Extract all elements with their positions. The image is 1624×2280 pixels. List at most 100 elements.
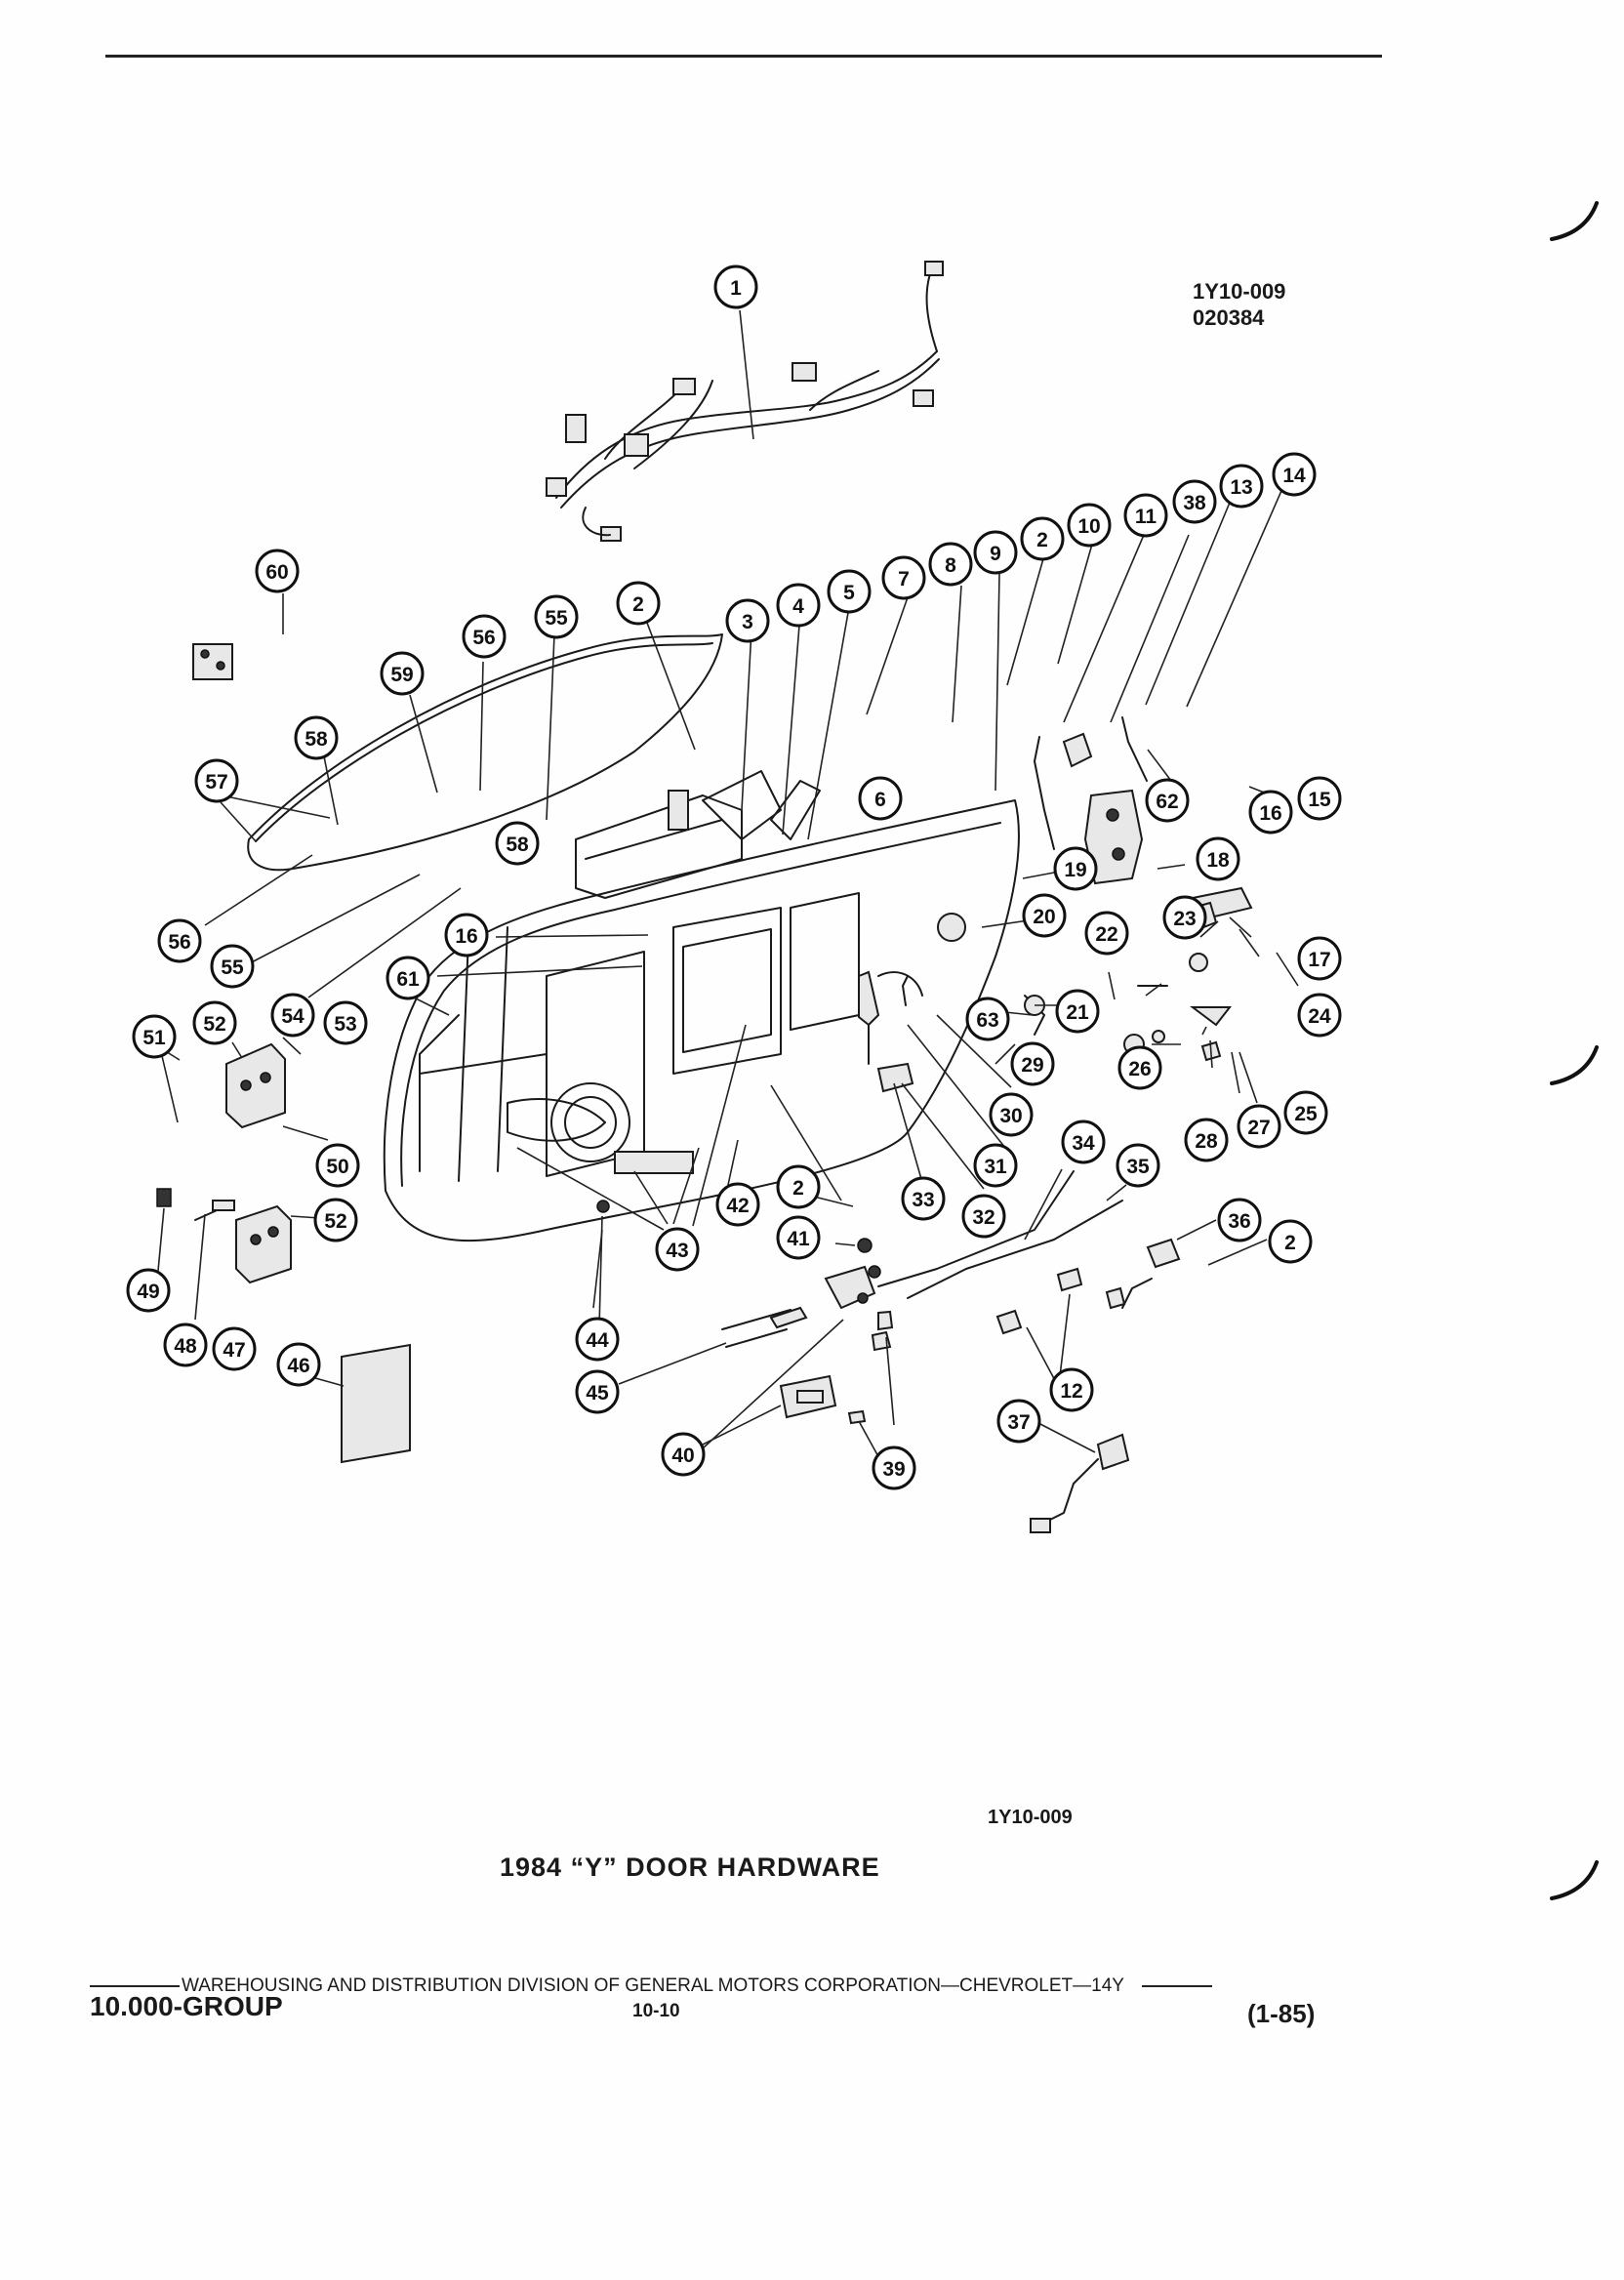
svg-text:14: 14 [1282, 465, 1306, 487]
svg-text:44: 44 [586, 1329, 609, 1352]
svg-text:3: 3 [742, 611, 753, 633]
door-glass [247, 633, 723, 872]
svg-text:27: 27 [1247, 1117, 1270, 1139]
svg-text:31: 31 [984, 1156, 1007, 1178]
door-shell [383, 799, 1020, 1242]
callout-16: 16 [1248, 790, 1293, 835]
callout-57: 57 [194, 758, 239, 803]
svg-text:12: 12 [1060, 1380, 1082, 1403]
svg-text:42: 42 [726, 1195, 749, 1217]
svg-text:57: 57 [205, 771, 227, 794]
svg-text:59: 59 [390, 664, 413, 686]
callout-44: 44 [575, 1317, 620, 1362]
callout-9: 9 [973, 530, 1018, 575]
svg-text:61: 61 [396, 968, 420, 991]
callout-4: 4 [776, 583, 821, 628]
callout-6: 6 [858, 776, 903, 821]
svg-text:20: 20 [1033, 906, 1055, 928]
svg-text:7: 7 [898, 568, 910, 590]
svg-text:55: 55 [545, 607, 568, 630]
callout-17: 17 [1297, 936, 1342, 981]
svg-text:4: 4 [792, 595, 804, 618]
callout-28: 28 [1184, 1118, 1229, 1162]
svg-text:18: 18 [1206, 849, 1230, 872]
callout-18: 18 [1196, 836, 1240, 881]
callout-45: 45 [575, 1369, 620, 1414]
svg-text:30: 30 [999, 1105, 1022, 1127]
callout-63: 63 [965, 997, 1010, 1041]
callout-61: 61 [386, 956, 430, 1000]
callout-62: 62 [1145, 778, 1190, 823]
callout-60: 60 [255, 549, 300, 593]
callout-52: 52 [313, 1198, 358, 1242]
svg-text:16: 16 [1259, 802, 1281, 825]
callout-40: 40 [661, 1432, 706, 1477]
svg-text:29: 29 [1021, 1054, 1043, 1077]
callout-2: 2 [616, 581, 661, 626]
callout-51: 51 [132, 1014, 177, 1059]
callout-52: 52 [192, 1000, 237, 1045]
lower-parts [341, 1030, 1222, 1533]
callout-16: 16 [444, 913, 489, 957]
svg-text:32: 32 [972, 1206, 995, 1229]
svg-text:58: 58 [506, 834, 529, 856]
callout-49: 49 [126, 1268, 171, 1313]
callout-11: 11 [1123, 493, 1168, 538]
svg-text:16: 16 [455, 925, 477, 948]
svg-text:47: 47 [223, 1339, 245, 1362]
svg-text:50: 50 [326, 1156, 348, 1178]
callout-27: 27 [1237, 1104, 1281, 1149]
callout-43: 43 [655, 1227, 700, 1272]
svg-text:19: 19 [1064, 859, 1086, 881]
footer-rule [1141, 1984, 1212, 1987]
callout-56: 56 [157, 918, 202, 963]
svg-text:37: 37 [1007, 1411, 1030, 1434]
callout-54: 54 [270, 993, 315, 1038]
figure-caption: 1984 “Y” DOOR HARDWARE [500, 1852, 880, 1882]
callout-14: 14 [1272, 452, 1317, 497]
callout-12: 12 [1049, 1367, 1094, 1412]
svg-text:46: 46 [287, 1355, 309, 1377]
svg-text:52: 52 [324, 1210, 346, 1233]
callout-35: 35 [1116, 1143, 1160, 1188]
callout-48: 48 [163, 1323, 208, 1367]
callout-56: 56 [462, 614, 507, 659]
svg-text:22: 22 [1095, 923, 1117, 946]
footer-division: WAREHOUSING AND DISTRIBUTION DIVISION OF… [182, 1975, 1124, 1996]
door-hinges [156, 643, 292, 1284]
binding-mark [1550, 1045, 1599, 1085]
callout-3: 3 [725, 598, 770, 643]
callout-29: 29 [1010, 1041, 1055, 1086]
callout-2: 2 [1020, 516, 1065, 561]
callout-58: 58 [495, 821, 540, 866]
svg-text:40: 40 [671, 1445, 694, 1467]
callout-15: 15 [1297, 776, 1342, 821]
header-reference: 1Y10-009 020384 [1193, 278, 1285, 331]
svg-text:10: 10 [1077, 515, 1100, 538]
footer-division-line: WAREHOUSING AND DISTRIBUTION DIVISION OF… [90, 1975, 1339, 1997]
callout-46: 46 [276, 1342, 321, 1387]
svg-text:36: 36 [1228, 1210, 1250, 1233]
callout-5: 5 [827, 569, 872, 614]
callout-32: 32 [961, 1194, 1006, 1239]
svg-text:33: 33 [912, 1189, 934, 1211]
svg-text:53: 53 [334, 1013, 356, 1036]
callout-7: 7 [881, 555, 926, 600]
svg-text:63: 63 [976, 1009, 998, 1032]
svg-text:15: 15 [1308, 789, 1331, 811]
callout-59: 59 [380, 651, 425, 696]
callout-58: 58 [294, 715, 339, 760]
svg-text:51: 51 [142, 1027, 166, 1049]
svg-text:25: 25 [1294, 1103, 1318, 1125]
callout-37: 37 [996, 1399, 1041, 1444]
callout-34: 34 [1061, 1120, 1106, 1164]
svg-text:39: 39 [882, 1458, 905, 1481]
callout-8: 8 [928, 542, 973, 587]
svg-text:54: 54 [281, 1005, 304, 1028]
callout-42: 42 [715, 1182, 760, 1227]
wiring-harness [546, 261, 944, 542]
svg-text:58: 58 [304, 728, 328, 751]
callout-22: 22 [1084, 911, 1129, 956]
svg-text:49: 49 [137, 1281, 159, 1303]
